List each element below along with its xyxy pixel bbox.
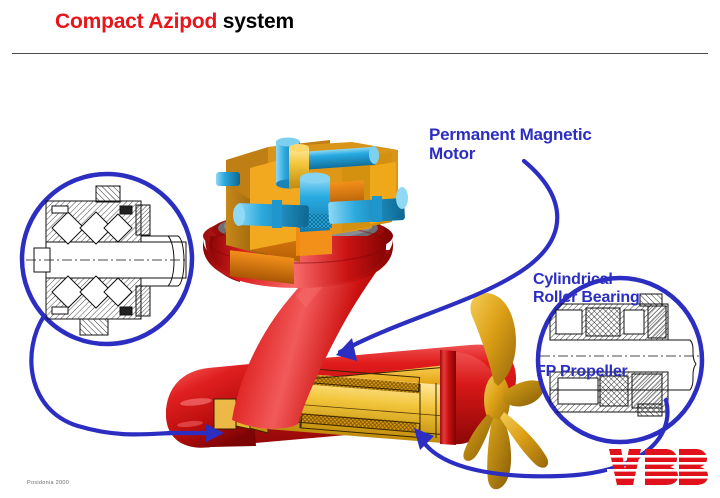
arrow-propeller-right <box>419 397 670 479</box>
blue-pipe-left-arm <box>233 200 309 228</box>
arrow-motor <box>337 158 560 355</box>
blue-pipe-right-arm <box>328 187 408 224</box>
footer-note: Posidonia 2000 <box>27 480 70 486</box>
azipod-model <box>166 137 549 490</box>
callout-label-fp-propeller: FP Propeller <box>536 363 628 380</box>
blue-pipe-upper-right <box>300 146 380 170</box>
page-title-secondary: system <box>217 10 294 33</box>
callout-label-cylindrical-roller-bearing: Cylindrical Roller Bearing <box>533 271 640 306</box>
page-title-primary: Compact Azipod <box>55 10 218 33</box>
left-callout-circle <box>19 171 195 347</box>
propeller-shaft-section-drawing-icon <box>540 293 700 417</box>
page-title: Compact Azipod system <box>55 10 294 34</box>
callout-label-permanent-magnetic-motor: Permanent Magnetic Motor <box>429 125 592 164</box>
bearing-section-drawing-icon <box>26 185 187 336</box>
right-callout-circle <box>535 275 705 445</box>
motor-top-equipment <box>216 137 408 285</box>
arrow-bearing-left <box>29 313 175 437</box>
leader-arrows <box>29 158 670 479</box>
title-divider <box>12 53 708 54</box>
abb-logo <box>607 449 711 485</box>
